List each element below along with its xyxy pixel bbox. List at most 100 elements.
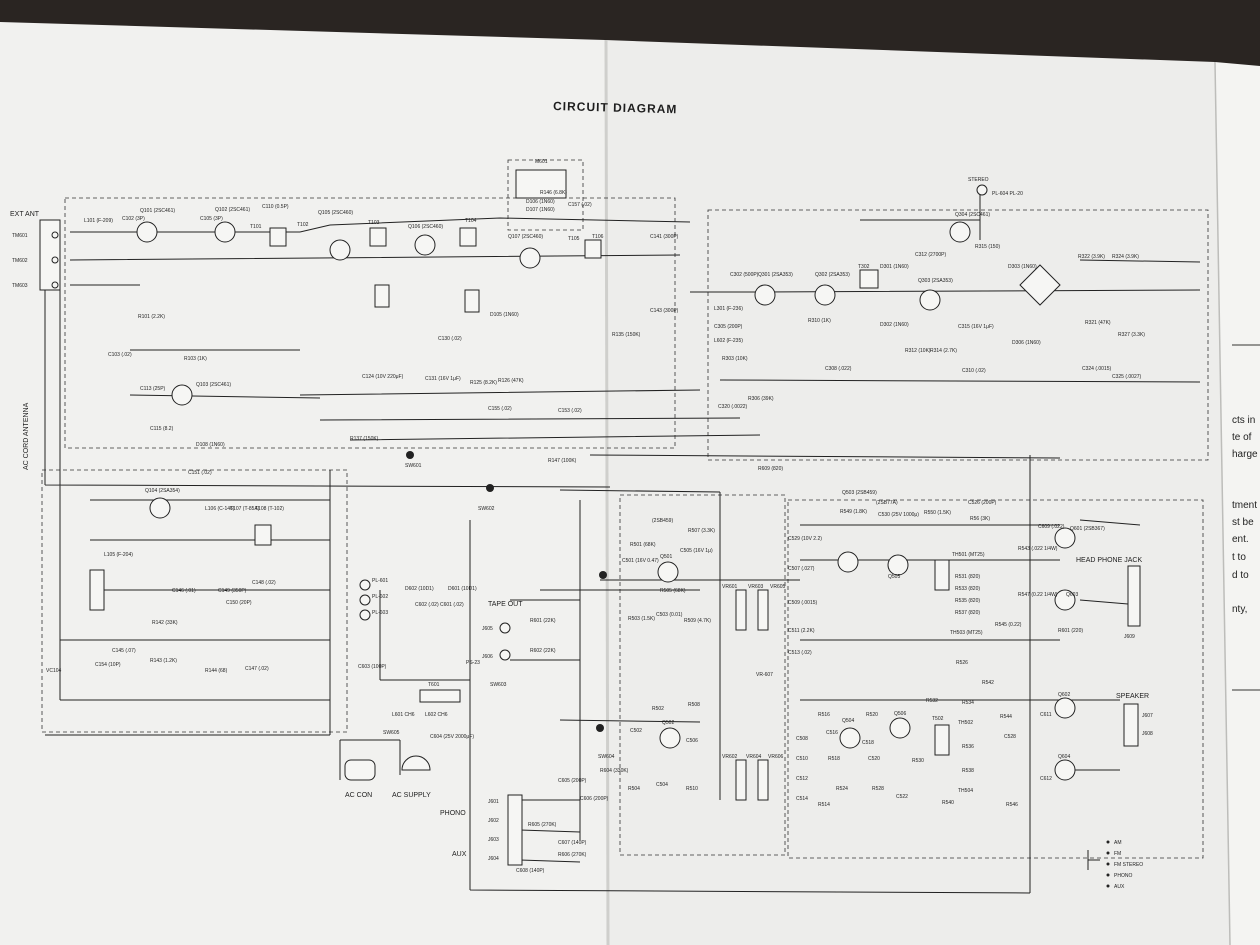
- power-supply-section: PL-601 PL-602 PL-603 D602 (10D1) D601 (1…: [358, 578, 480, 740]
- part-label: C529 (10V 2.2): [788, 536, 822, 542]
- part-label: VR601: [722, 584, 738, 590]
- part-label: Q105 (2SC460): [318, 210, 353, 216]
- part-label: C501 (16V 0.47): [622, 558, 659, 564]
- part-label: C512: [796, 776, 808, 782]
- part-label: R125 (8.2K): [470, 380, 497, 386]
- part-label: C124 (10V 220μF): [362, 374, 404, 380]
- part-label: Q603: [1066, 592, 1078, 598]
- part-label: R601 (22K): [530, 618, 556, 624]
- part-label: R545 (0.22): [995, 622, 1022, 628]
- part-label: R547 (0.22 1/4W): [1018, 592, 1058, 598]
- tuner-section: L101 (F-209) C102 (3P) Q101 (2SC461) C10…: [46, 204, 783, 674]
- part-label: Q102 (2SC461): [215, 207, 250, 213]
- transformers: [89, 169, 1061, 756]
- part-label: R126 (47K): [498, 378, 524, 384]
- part-label: C130 (.02): [438, 336, 462, 342]
- part-label: (2SB459): [652, 518, 673, 524]
- part-label: R322 (3.9K): [1078, 254, 1105, 260]
- part-label: C603 (100P): [358, 664, 387, 670]
- jack-icon: [499, 622, 511, 634]
- part-label: C522: [896, 794, 908, 800]
- part-label: C141 (300P): [650, 234, 679, 240]
- part-label: C507 (.027): [788, 566, 815, 572]
- part-label: C153 (.02): [558, 408, 582, 414]
- part-label: R536: [962, 744, 974, 750]
- meter-label: M601: [535, 159, 548, 165]
- part-label: VR602: [722, 754, 738, 760]
- part-label: C605 (200P): [558, 778, 587, 784]
- part-label: SW605: [383, 730, 400, 736]
- part-label: R505 (68K): [660, 588, 686, 594]
- part-label: D107 (1N60): [526, 207, 555, 213]
- part-label: PL-602: [372, 594, 388, 600]
- part-label: J601: [488, 799, 499, 805]
- phono-label: PHONO: [440, 810, 466, 817]
- next-page-line: d to: [1232, 570, 1249, 581]
- part-label: C510: [796, 756, 808, 762]
- part-label: T105: [568, 236, 580, 242]
- part-label: J605: [482, 626, 493, 632]
- part-label: C516: [826, 730, 838, 736]
- part-label: C601 (.02): [440, 602, 464, 608]
- part-label: R604 (330K): [600, 768, 629, 774]
- part-label: R602 (22K): [530, 648, 556, 654]
- aux-label: AUX: [452, 851, 467, 858]
- part-label: D601 (10D1): [448, 586, 477, 592]
- part-label: C145 (.07): [112, 648, 136, 654]
- part-label: C315 (16V 1μF): [958, 324, 994, 330]
- part-label: R534: [962, 700, 974, 706]
- part-label: R315 (150): [975, 244, 1000, 250]
- part-label: C511 (2.2K): [788, 628, 815, 634]
- part-label: R550 (1.5K): [924, 510, 951, 516]
- part-label: R147 (100K): [548, 458, 577, 464]
- part-label: C530 (25V 1000μ): [878, 512, 919, 518]
- part-label: C504: [656, 782, 668, 788]
- ac-plug-icon: [401, 755, 431, 771]
- switches: [406, 451, 769, 801]
- part-label: C320 (.0022): [718, 404, 748, 410]
- part-label: J608: [1142, 731, 1153, 737]
- decoder-section: C302 (500P) Q301 (2SA353) Q302 (2SA353) …: [714, 212, 1145, 410]
- part-label: C146 (.01): [172, 588, 196, 594]
- part-label: R535 (820): [955, 598, 980, 604]
- part-label: C508: [796, 736, 808, 742]
- part-label: PS-23: [466, 660, 480, 666]
- part-label: R306 (39K): [748, 396, 774, 402]
- part-label: Q501: [660, 554, 672, 560]
- part-label: R516: [818, 712, 830, 718]
- part-label: R526: [956, 660, 968, 666]
- part-label: C115 (8.2): [150, 426, 174, 432]
- part-label: TH502: [958, 720, 973, 726]
- part-label: R508: [688, 702, 700, 708]
- part-label: R101 (2.2K): [138, 314, 165, 320]
- part-label: C506: [686, 738, 698, 744]
- speaker-label: SPEAKER: [1116, 693, 1149, 700]
- part-label: D306 (1N60): [1012, 340, 1041, 346]
- part-label: Q604: [1058, 754, 1070, 760]
- part-label: PL-601: [372, 578, 388, 584]
- speaker-terminal-icon: [1123, 703, 1139, 747]
- part-label: C607 (140P): [558, 840, 587, 846]
- input-jack-panel: [507, 794, 523, 866]
- part-label: SW604: [598, 754, 615, 760]
- part-label: R606 (270K): [558, 852, 587, 858]
- part-label: C606 (200P): [580, 796, 609, 802]
- part-label: C509 (.0015): [788, 600, 818, 606]
- part-label: D303 (1N60): [1008, 264, 1037, 270]
- part-label: J602: [488, 818, 499, 824]
- part-label: VC104: [46, 668, 62, 674]
- part-label: D302 (1N60): [880, 322, 909, 328]
- part-label: Q301 (2SA353): [758, 272, 793, 278]
- part-label: J609: [1124, 634, 1135, 640]
- preamp-section: (2SB459) R501 (68K) C501 (16V 0.47) Q501…: [622, 518, 773, 792]
- right-page: [605, 40, 1230, 945]
- part-label: R501 (68K): [630, 542, 656, 548]
- part-label: T502: [932, 716, 944, 722]
- part-label: R520: [866, 712, 878, 718]
- tone-section: C507 (.027) C509 (.0015) C511 (2.2K) C51…: [722, 566, 830, 808]
- module-outlines: [41, 159, 1209, 859]
- part-label: L602 CH6: [425, 712, 448, 718]
- part-label: C602 (.02): [415, 602, 439, 608]
- part-label: C604 (25V 2000μF): [430, 734, 474, 740]
- part-label: R518: [828, 756, 840, 762]
